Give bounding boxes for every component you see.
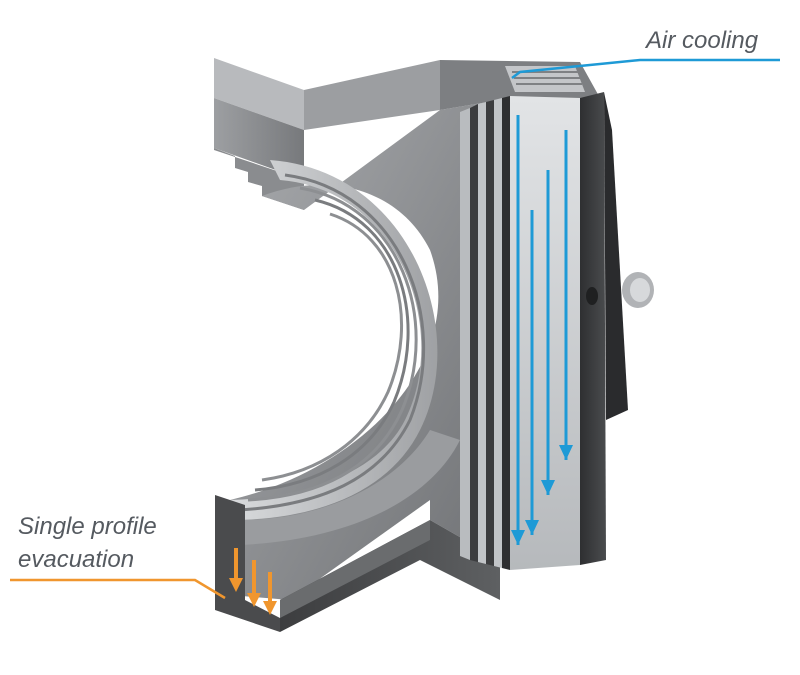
down-arrow-icon: [511, 530, 525, 545]
top-block: [214, 58, 440, 210]
air-cooling-leader: [511, 58, 780, 79]
curved-grooves: [230, 160, 460, 545]
air-cooling-label: Air cooling: [646, 27, 759, 54]
air-flow-arrows: [511, 115, 573, 545]
single-profile-label: Single profile: [18, 513, 157, 540]
down-arrow-icon: [541, 480, 555, 495]
down-arrow-icon: [247, 593, 261, 607]
bottom-base: [215, 495, 500, 632]
down-arrow-icon: [263, 601, 277, 615]
down-arrow-icon: [525, 520, 539, 535]
evacuation-leader: [10, 578, 226, 600]
side-knob: [586, 272, 654, 308]
evacuation-arrows: [229, 548, 277, 615]
cooling-plates: [460, 92, 628, 570]
evacuation-label: evacuation: [18, 546, 135, 573]
down-arrow-icon: [229, 578, 243, 592]
down-arrow-icon: [559, 445, 573, 460]
